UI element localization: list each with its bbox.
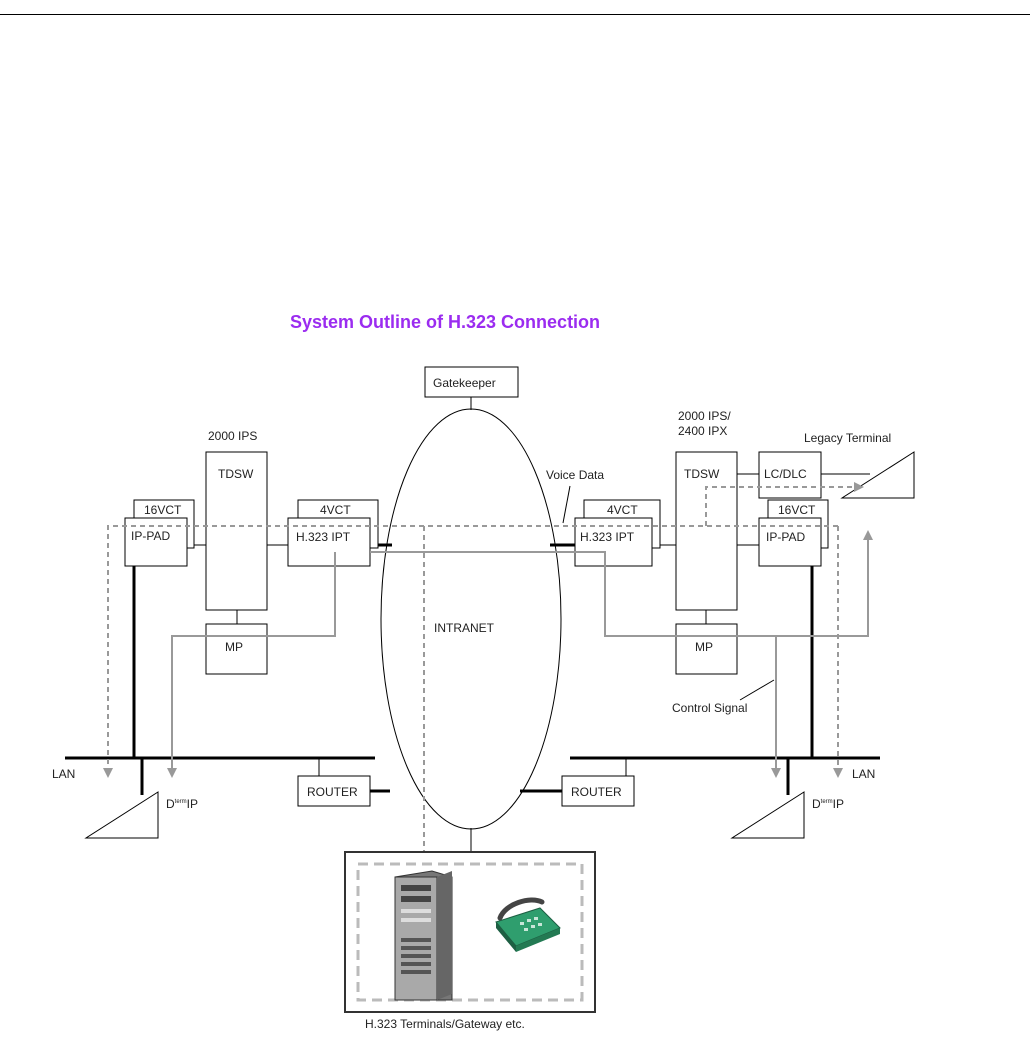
right-tdsw-box: [675, 451, 738, 611]
intranet-cloud: [380, 408, 562, 830]
right-4vct-label: 4VCT: [607, 503, 638, 517]
telephone-icon: [495, 897, 561, 952]
control-signal-pointer: [739, 679, 775, 701]
right-dterm-ip-icon: [730, 791, 805, 839]
left-mp-box: [205, 623, 268, 675]
left-lan-label: LAN: [52, 767, 75, 781]
left-system-label: 2000 IPS: [208, 429, 257, 443]
left-h323-ipt-label: H.323 IPT: [296, 530, 351, 544]
server-icon: [394, 870, 453, 1001]
right-mp-label: MP: [695, 640, 713, 654]
right-dterm-ip-label: DtermIP: [812, 797, 844, 811]
legacy-terminal-icon: [840, 451, 915, 499]
gatekeeper-box: [424, 366, 519, 398]
lc-dlc-box: [758, 451, 822, 499]
voice-data-paths: [103, 482, 864, 872]
voice-data-label: Voice Data: [546, 468, 604, 482]
gatekeeper-label: Gatekeeper: [433, 376, 496, 390]
left-4vct-label: 4VCT: [320, 503, 351, 517]
lc-dlc-label: LC/DLC: [764, 467, 807, 481]
left-router-label: ROUTER: [307, 785, 358, 799]
top-rule: [0, 14, 1030, 15]
h323-terminals-label: H.323 Terminals/Gateway etc.: [365, 1017, 525, 1031]
right-ippad-label: IP-PAD: [766, 530, 805, 544]
left-dterm-ip-icon: [84, 791, 159, 839]
left-dterm-ip-label: DtermIP: [166, 797, 198, 811]
right-mp-box: [675, 623, 738, 675]
lan-wiring: [65, 543, 880, 795]
right-lan-label: LAN: [852, 767, 875, 781]
right-h323-ipt-label: H.323 IPT: [580, 530, 635, 544]
intranet-label: INTRANET: [434, 621, 495, 635]
legacy-terminal-label: Legacy Terminal: [804, 431, 891, 445]
right-system-label-2: 2400 IPX: [678, 424, 727, 438]
left-16vct-label: 16VCT: [144, 503, 182, 517]
right-router-box: [561, 775, 635, 807]
left-ippad-label: IP-PAD: [131, 529, 170, 543]
voice-data-pointer: [562, 485, 571, 524]
right-router-label: ROUTER: [571, 785, 622, 799]
left-router-box: [297, 775, 371, 807]
left-mp-label: MP: [225, 640, 243, 654]
right-16vct-label: 16VCT: [778, 503, 816, 517]
right-tdsw-label: TDSW: [684, 467, 720, 481]
left-tdsw-box: [205, 451, 268, 611]
right-system-label-1: 2000 IPS/: [678, 409, 731, 423]
control-signal-label: Control Signal: [672, 701, 747, 715]
thin-links: [187, 397, 870, 852]
diagram-title: System Outline of H.323 Connection: [290, 312, 601, 332]
left-tdsw-label: TDSW: [218, 467, 254, 481]
control-signal-paths: [167, 530, 873, 778]
h323-terminals-inner-frame: [356, 862, 584, 1002]
